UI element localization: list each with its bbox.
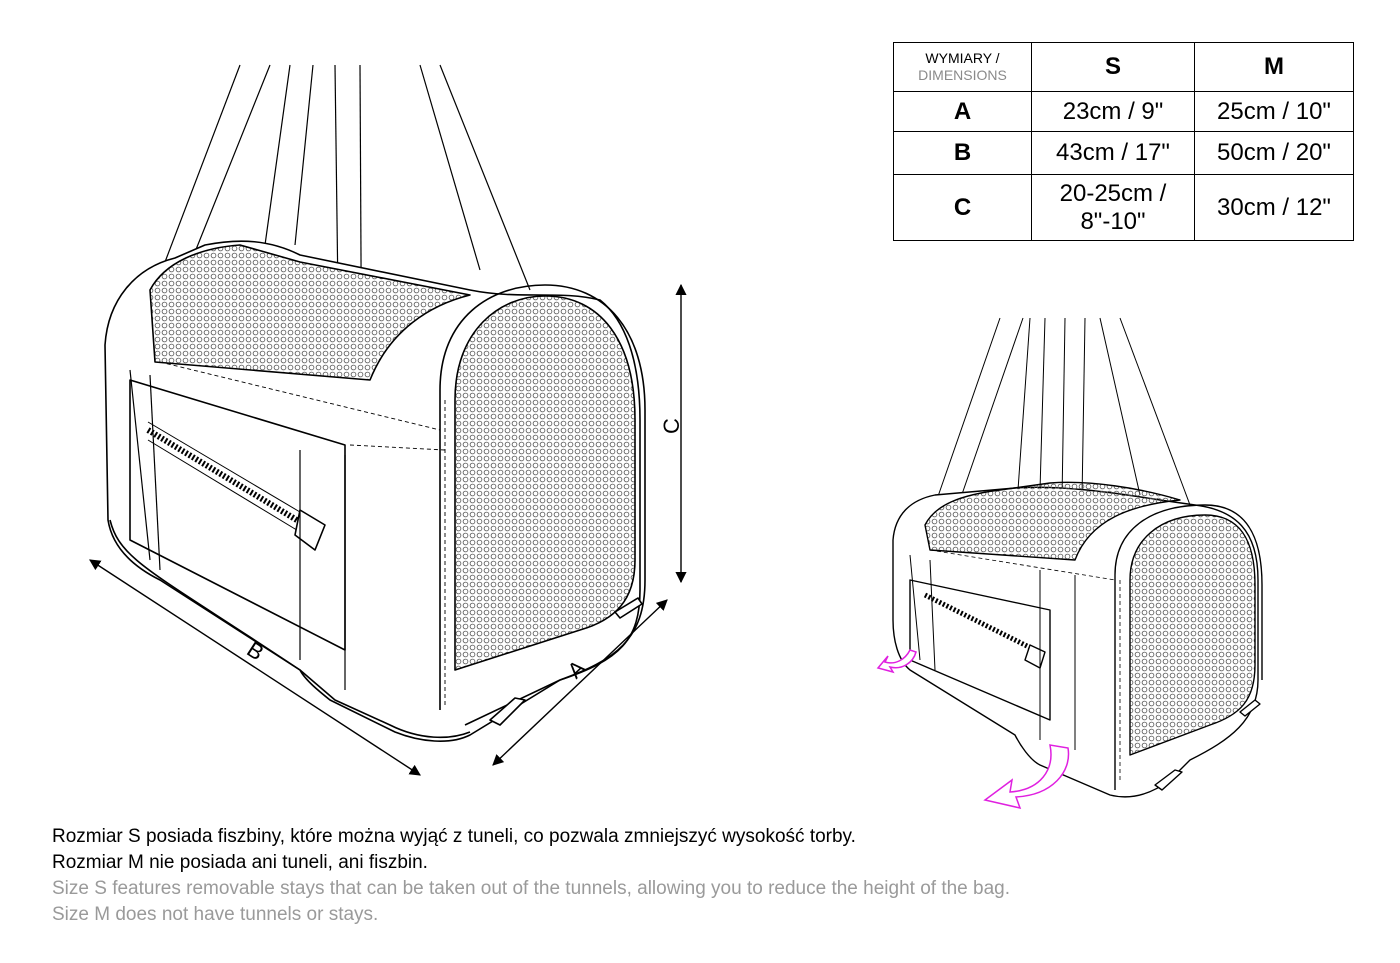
header-size-m: M [1194, 42, 1354, 92]
size-notes: Rozmiar S posiada fiszbiny, które można … [52, 824, 1010, 928]
large-bag-zipper [146, 427, 307, 528]
header-size-s: S [1031, 42, 1195, 92]
small-bag-top-mesh [924, 481, 1181, 561]
note-pl-line2: Rozmiar M nie posiada ani tuneli, ani fi… [52, 852, 428, 873]
large-bag-end-mesh [454, 295, 636, 671]
note-en-line2: Size M does not have tunnels or stays. [52, 904, 379, 925]
dimension-a-line [492, 599, 668, 766]
value-c-m: 30cm / 12" [1194, 174, 1354, 241]
dimension-c-label: C [659, 418, 684, 434]
table-row: C 20-25cm / 8"-10" 30cm / 12" [893, 174, 1354, 241]
large-bag-top-mesh [149, 244, 471, 381]
dimension-lines [89, 283, 687, 776]
small-bag [892, 317, 1263, 798]
row-key-c: C [893, 174, 1032, 241]
note-en-line1: Size S features removable stays that can… [52, 878, 1010, 899]
table-header-label: WYMIARY / DIMENSIONS [893, 42, 1032, 92]
dimension-b-line [89, 559, 421, 776]
table-row: B 43cm / 17" 50cm / 20" [893, 131, 1354, 175]
stay-arrow-small [876, 649, 917, 674]
value-a-m: 25cm / 10" [1194, 91, 1354, 132]
value-b-m: 50cm / 20" [1194, 131, 1354, 175]
large-bag-straps [164, 64, 531, 451]
value-c-s: 20-25cm / 8"-10" [1031, 174, 1195, 241]
row-key-a: A [893, 91, 1032, 132]
note-pl-line1: Rozmiar S posiada fiszbiny, które można … [52, 826, 856, 847]
value-c-s-line1: 20-25cm / [1059, 179, 1167, 207]
value-a-s: 23cm / 9" [1031, 91, 1195, 132]
table-header-row: WYMIARY / DIMENSIONS S M [893, 42, 1354, 92]
header-label-en: DIMENSIONS [918, 67, 1007, 83]
dimensions-table: WYMIARY / DIMENSIONS S M A 23cm / 9" 25c… [893, 42, 1354, 241]
small-bag-end-mesh [1129, 514, 1256, 756]
value-c-s-line2: 8"-10" [1080, 207, 1146, 235]
stay-removal-arrows [876, 649, 1070, 810]
row-key-b: B [893, 131, 1032, 175]
small-bag-zipper [923, 592, 1037, 653]
header-label-pl: WYMIARY / [925, 50, 1000, 66]
table-row: A 23cm / 9" 25cm / 10" [893, 91, 1354, 132]
value-b-s: 43cm / 17" [1031, 131, 1195, 175]
stay-arrow-large [983, 744, 1070, 810]
large-bag [104, 64, 646, 742]
